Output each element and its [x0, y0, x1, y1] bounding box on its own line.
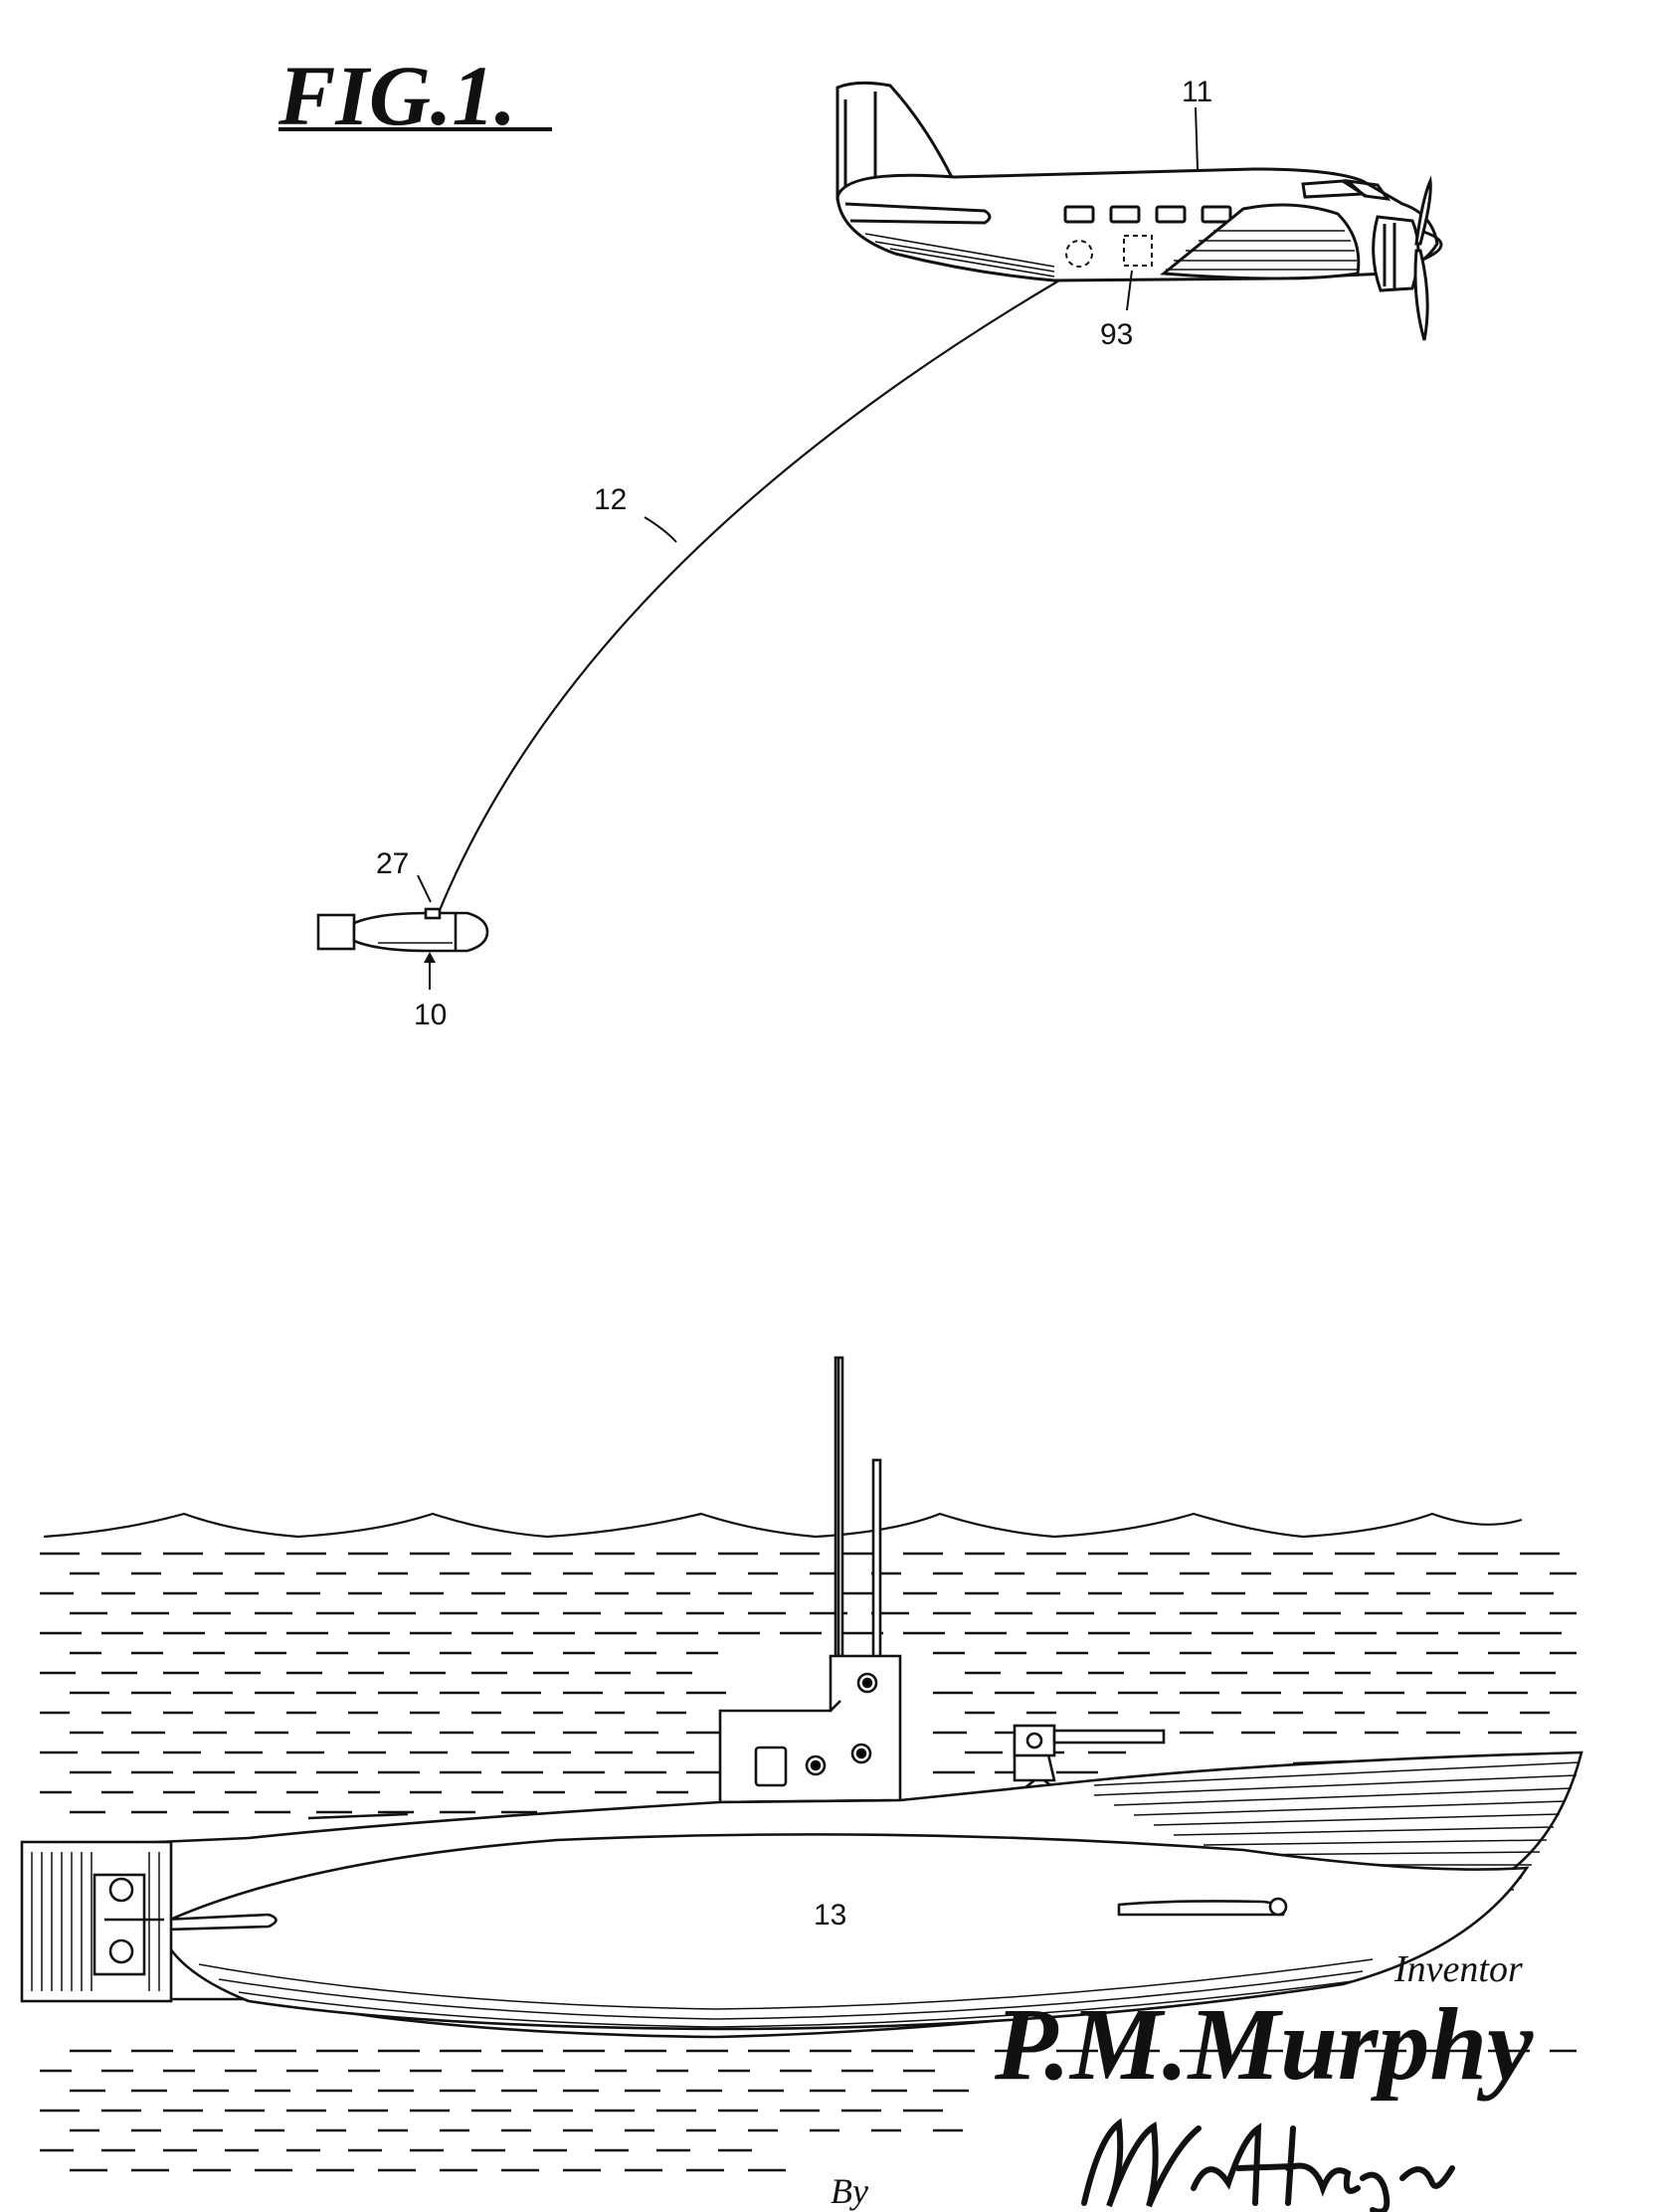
tow-cable — [436, 279, 1060, 916]
submarine — [20, 1356, 1583, 2039]
leader-line — [1126, 270, 1133, 311]
ref-numeral-93: 93 — [1100, 318, 1133, 351]
torpedo — [316, 907, 489, 953]
leader-line — [644, 516, 677, 543]
ref-numeral-27: 27 — [376, 847, 409, 880]
ref-numeral-13: 13 — [814, 1899, 846, 1932]
sea-surface — [43, 1512, 1523, 1539]
leader-line — [1195, 106, 1199, 170]
inventor-name: P.M.Murphy — [994, 1987, 1534, 2102]
ref-numeral-12: 12 — [594, 483, 627, 516]
airplane — [835, 81, 1443, 341]
ref-numeral-11: 11 — [1182, 76, 1212, 108]
ref-numeral-10: 10 — [414, 999, 447, 1031]
by-label: By — [831, 2171, 868, 2211]
leader-line — [417, 874, 432, 903]
attorney-signature — [1081, 2118, 1455, 2212]
figure-title: FIG.1. — [278, 48, 552, 143]
inventor-label: Inventor — [1393, 1948, 1523, 1990]
